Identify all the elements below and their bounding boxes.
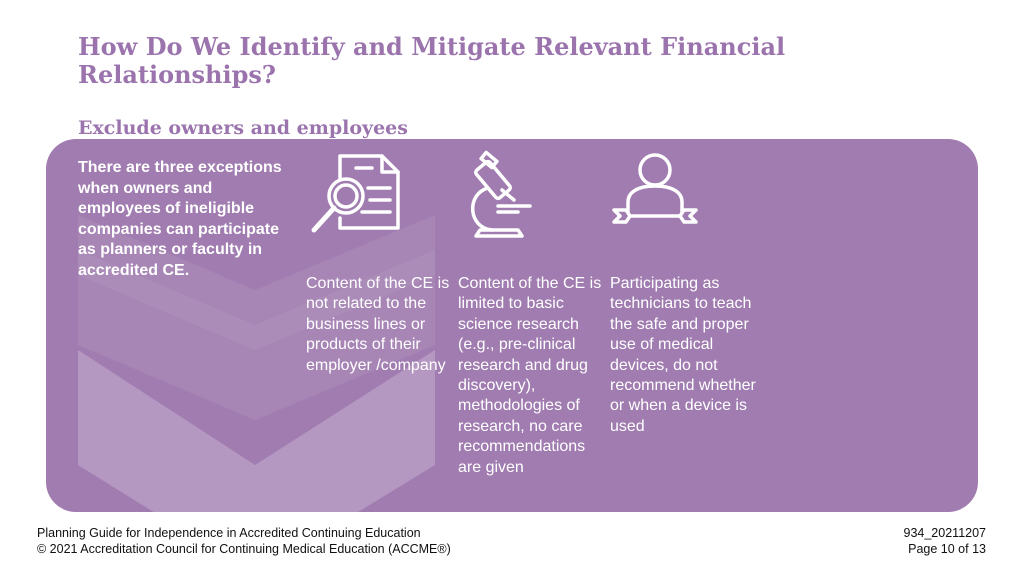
microscope-icon: [470, 150, 532, 238]
exception-1-text: Content of the CE is not related to the …: [306, 275, 450, 374]
footer-guide-title: Planning Guide for Independence in Accre…: [37, 526, 421, 540]
content-panel: [46, 139, 978, 512]
footer-document-code: 934_20211207: [903, 526, 987, 540]
technician-wrench-icon: [612, 153, 698, 224]
exception-2: Content of the CE is limited to basic sc…: [458, 150, 603, 476]
footer-page-number: Page 10 of 13: [908, 542, 986, 556]
slide-title: How Do We Identify and Mitigate Relevant…: [78, 32, 786, 89]
document-search-icon: [311, 154, 400, 233]
footer-right: 934_20211207 Page 10 of 13: [904, 525, 987, 557]
slide-subtitle: Exclude owners and employees: [78, 117, 408, 139]
footer-copyright: © 2021 Accreditation Council for Continu…: [37, 542, 451, 556]
exception-2-text: Content of the CE is limited to basic sc…: [458, 275, 602, 476]
footer-left: Planning Guide for Independence in Accre…: [37, 525, 451, 557]
exception-3: Participating as technicians to teach th…: [610, 150, 756, 435]
exception-3-text: Participating as technicians to teach th…: [610, 275, 756, 435]
exception-1: Content of the CE is not related to the …: [306, 150, 451, 374]
intro-text: There are three exceptions when owners a…: [78, 159, 282, 279]
